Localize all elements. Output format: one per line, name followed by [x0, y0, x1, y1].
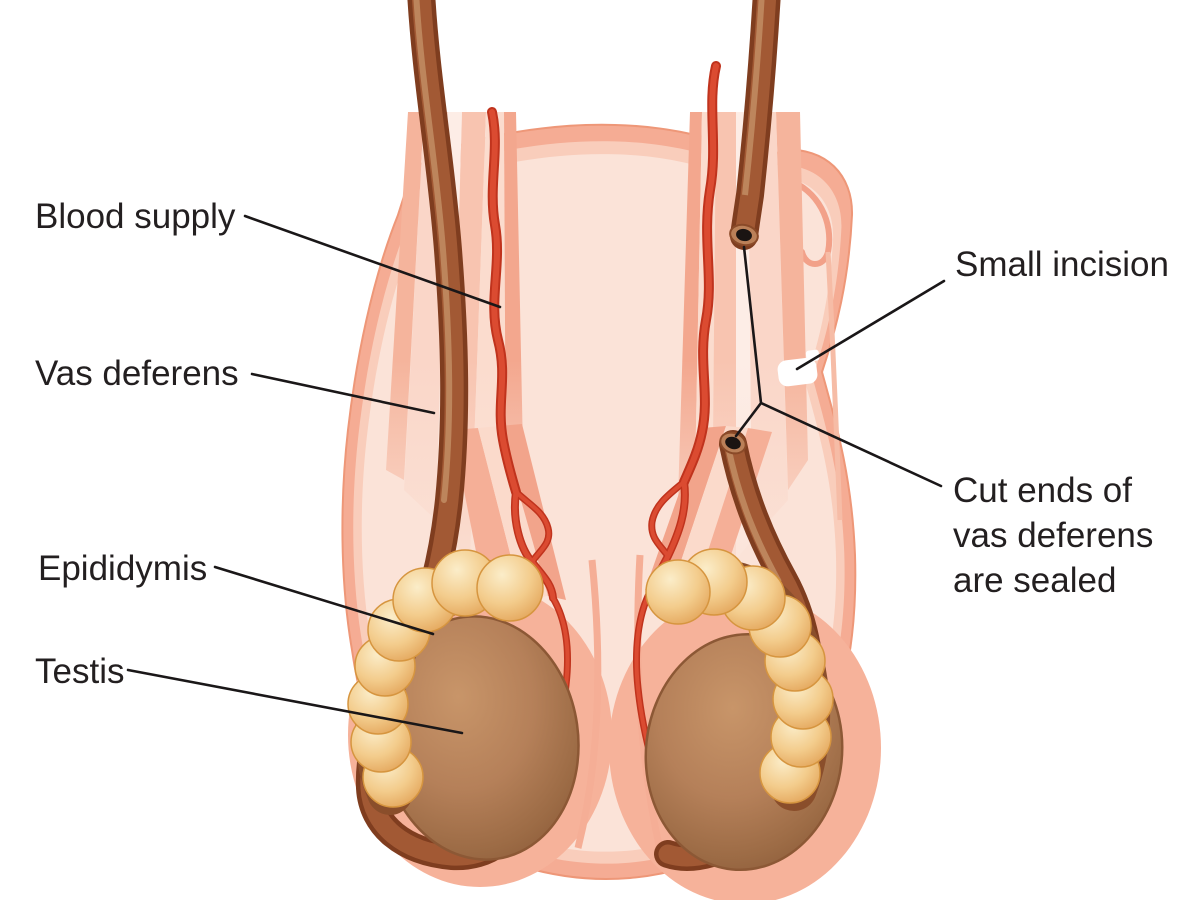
lower-cut-end-seal [725, 436, 741, 450]
leader-cut-ends [734, 245, 943, 488]
leader-lines [126, 214, 946, 735]
skin-fold [785, 177, 833, 267]
label-cut-ends-line3: are sealed [953, 561, 1116, 600]
label-blood-supply: Blood supply [35, 197, 236, 236]
right-epididymis [645, 548, 834, 811]
upper-cut-end-seal [736, 228, 752, 242]
leader-vas-deferens [250, 372, 436, 415]
label-cut-ends-line1: Cut ends of [953, 471, 1132, 510]
leader-testis [126, 668, 464, 735]
label-testis: Testis [35, 652, 124, 691]
leader-small-incision [795, 279, 946, 371]
incision [777, 349, 820, 387]
label-epididymis: Epididymis [38, 549, 207, 588]
labels: Blood supply Vas deferens Epididymis Tes… [35, 197, 1169, 691]
skin-fold-line [825, 251, 843, 521]
leader-epididymis [213, 565, 435, 636]
left-epididymis [347, 549, 544, 815]
label-vas-deferens: Vas deferens [35, 354, 239, 393]
label-small-incision: Small incision [955, 245, 1169, 284]
right-vas-deferens-upper [729, 0, 781, 250]
label-cut-ends-line2: vas deferens [953, 516, 1153, 555]
leader-blood-supply [243, 214, 502, 309]
